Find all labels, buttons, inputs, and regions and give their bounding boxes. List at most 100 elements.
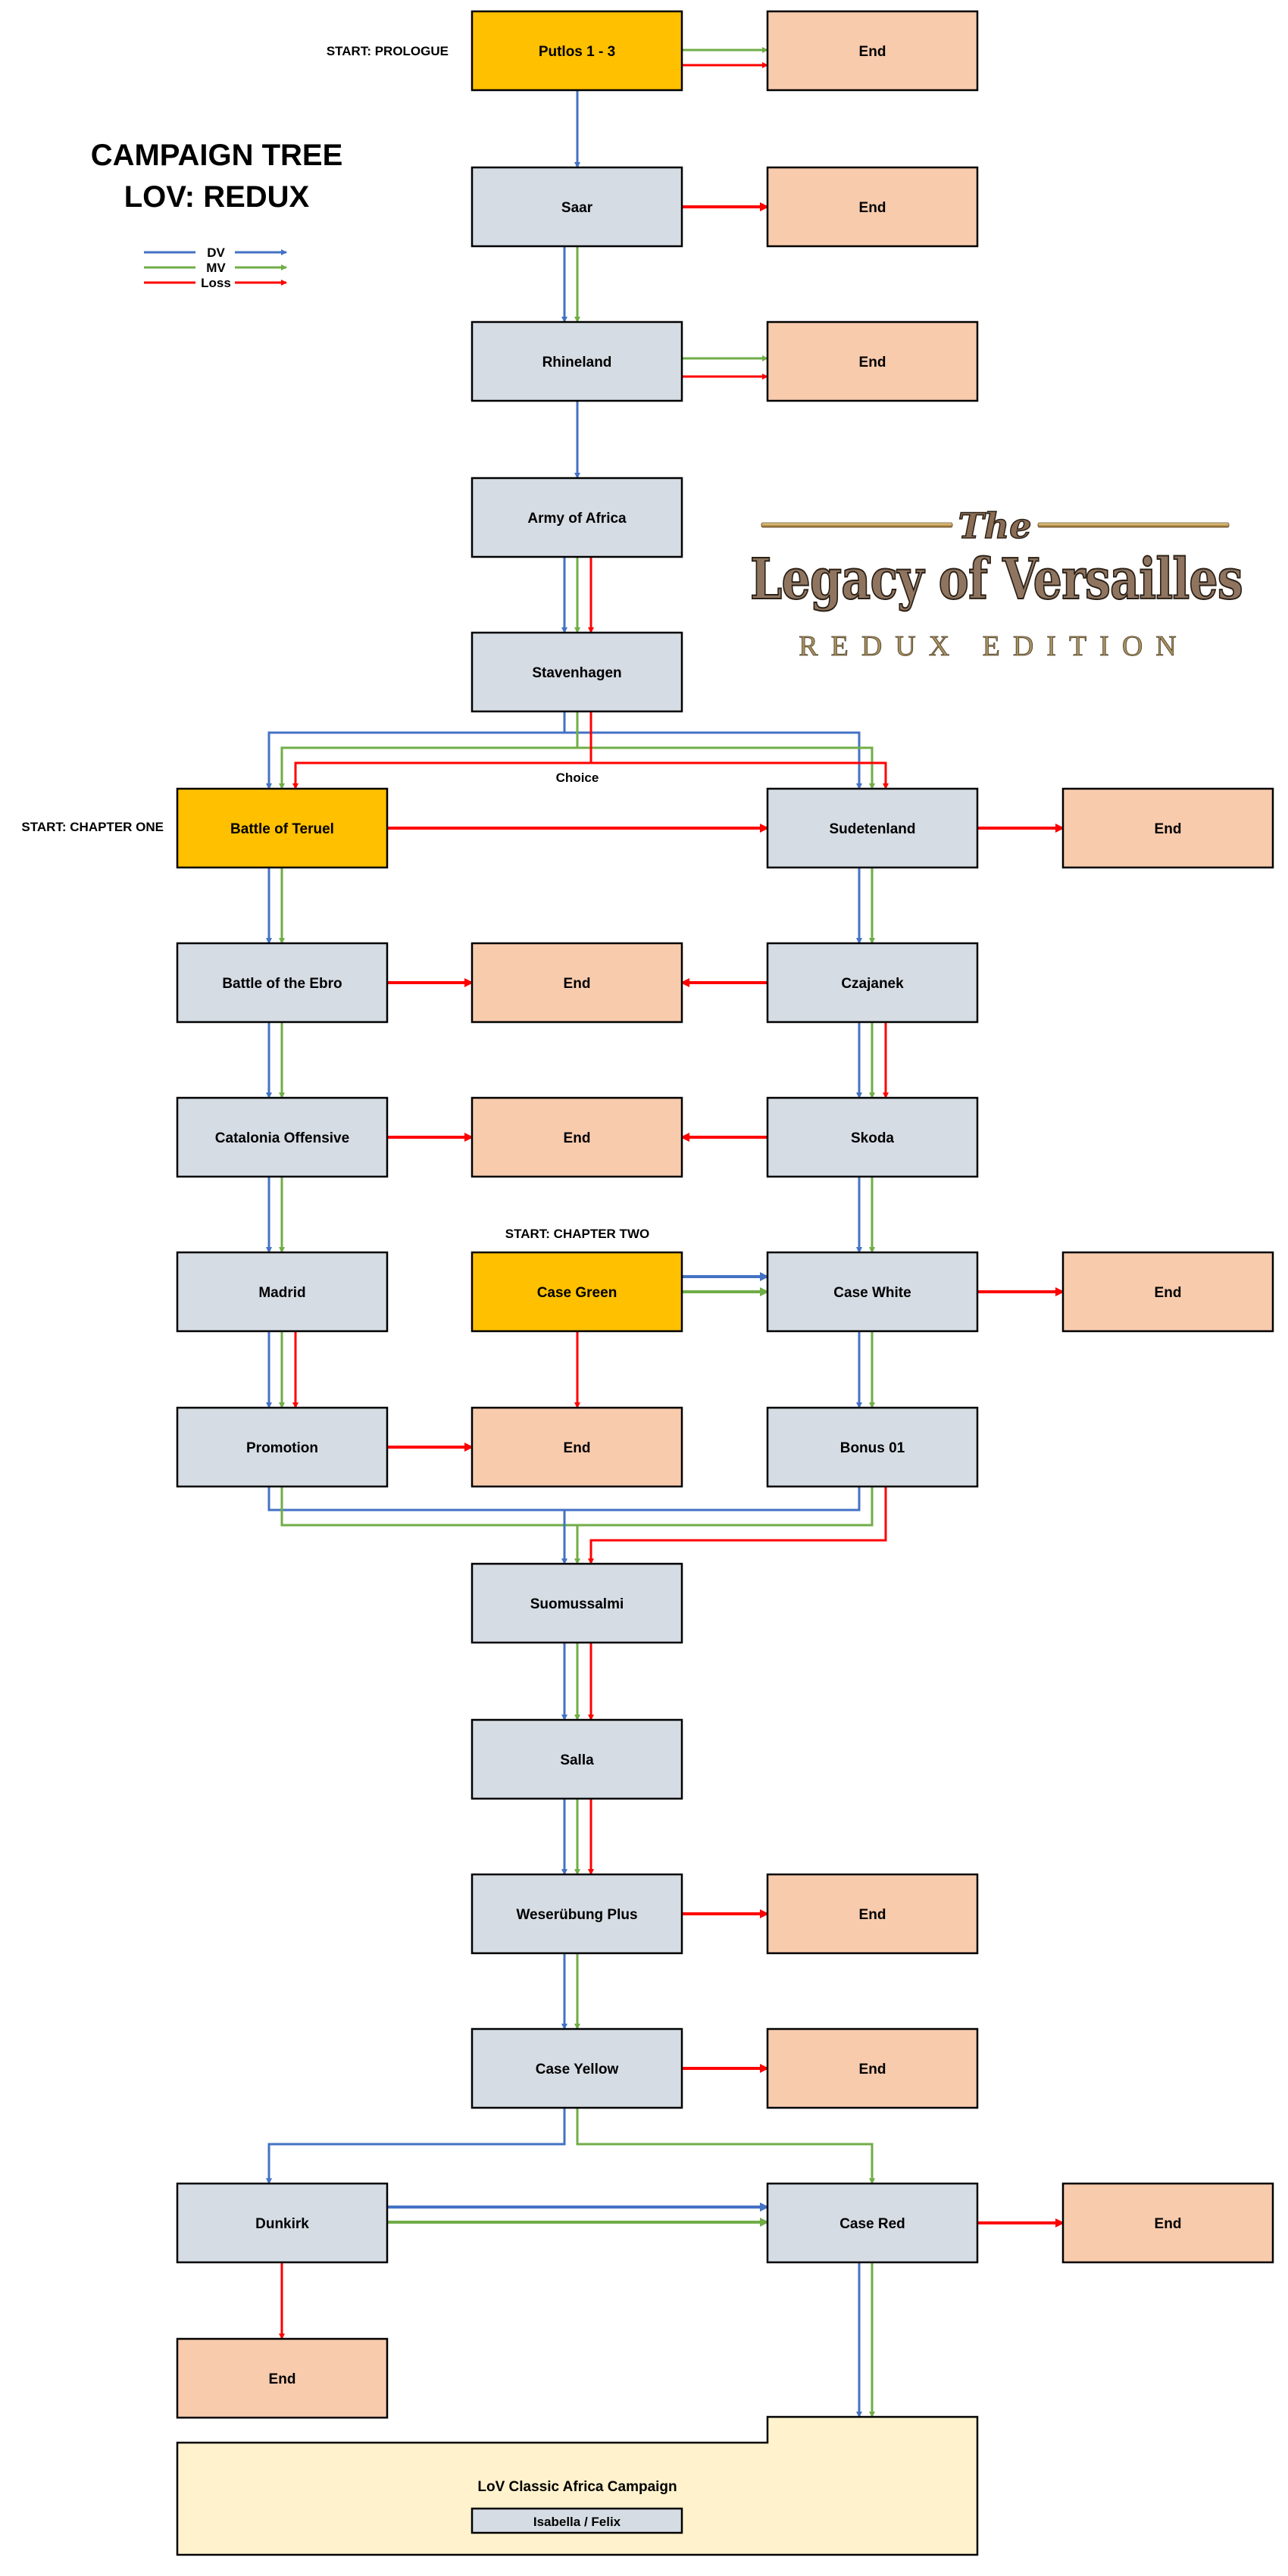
node-label: Army of Africa <box>527 511 627 527</box>
node-end-promotion[interactable]: End <box>472 1408 682 1487</box>
edge-loss-stavenhagen-teruel <box>295 763 591 789</box>
node-label: Case Yellow <box>536 2062 619 2077</box>
node-end-dunkirk[interactable]: End <box>177 2339 387 2418</box>
edge-mv-merge <box>282 1487 872 1525</box>
node-label: Saar <box>561 200 593 216</box>
node-label: Weserübung Plus <box>516 1907 637 1923</box>
start-label-chapter-one: START: CHAPTER ONE <box>21 820 164 834</box>
node-label: End <box>1155 2216 1182 2232</box>
node-case-red[interactable]: Case Red <box>767 2184 977 2262</box>
node-army-of-africa[interactable]: Army of Africa <box>472 478 682 557</box>
node-battle-of-teruel[interactable]: Battle of Teruel <box>177 789 387 868</box>
node-case-yellow[interactable]: Case Yellow <box>472 2029 682 2108</box>
node-czajanek[interactable]: Czajanek <box>767 943 977 1022</box>
node-label: Salla <box>560 1752 594 1768</box>
node-end-putlos[interactable]: End <box>767 11 977 90</box>
logo-title-text: Legacy of Versailles <box>750 547 1243 612</box>
node-catalonia-offensive[interactable]: Catalonia Offensive <box>177 1098 387 1177</box>
node-label: End <box>1155 1285 1182 1301</box>
legend: DV MV Loss <box>144 245 286 290</box>
title-line-2: LOV: REDUX <box>124 180 310 214</box>
edge-dv-stavenhagen-sudetenland <box>564 733 859 789</box>
node-putlos[interactable]: Putlos 1 - 3 <box>472 11 682 90</box>
node-label: Battle of Teruel <box>230 821 334 837</box>
node-sudetenland[interactable]: Sudetenland <box>767 789 977 868</box>
node-stavenhagen[interactable]: Stavenhagen <box>472 633 682 711</box>
edge-dv-merge <box>269 1487 859 1510</box>
node-label: End <box>859 355 886 370</box>
logo-subtitle-text: REDUX EDITION <box>799 630 1189 662</box>
node-label: End <box>269 2371 296 2387</box>
node-end-catalonia[interactable]: End <box>472 1098 682 1177</box>
node-label: Sudetenland <box>829 821 915 837</box>
africa-campaign-label: LoV Classic Africa Campaign <box>477 2479 677 2495</box>
node-label: End <box>859 44 886 60</box>
node-label: End <box>1155 821 1182 837</box>
node-label: Battle of the Ebro <box>222 976 342 992</box>
node-end-ebro[interactable]: End <box>472 943 682 1022</box>
node-end-case-white[interactable]: End <box>1063 1252 1273 1331</box>
node-end-case-red[interactable]: End <box>1063 2184 1273 2262</box>
node-label: Case Green <box>537 1285 617 1301</box>
edge-mv-stavenhagen-sudetenland <box>577 748 872 789</box>
node-label: End <box>859 2062 886 2077</box>
node-label: Isabella / Felix <box>533 2515 621 2529</box>
start-label-chapter-two: START: CHAPTER TWO <box>505 1227 649 1241</box>
node-end-saar[interactable]: End <box>767 167 977 246</box>
edge-loss-stavenhagen-sudetenland <box>591 763 886 789</box>
node-bonus-01[interactable]: Bonus 01 <box>767 1408 977 1487</box>
choice-label: Choice <box>556 771 599 785</box>
legend-mv-label: MV <box>206 261 226 275</box>
node-end-case-yellow[interactable]: End <box>767 2029 977 2108</box>
node-label: Skoda <box>851 1130 894 1146</box>
node-madrid[interactable]: Madrid <box>177 1252 387 1331</box>
node-label: Madrid <box>258 1285 305 1301</box>
node-saar[interactable]: Saar <box>472 167 682 246</box>
node-label: End <box>564 1130 591 1146</box>
node-isabella-felix[interactable]: Isabella / Felix <box>472 2509 682 2533</box>
title-block: CAMPAIGN TREE LOV: REDUX <box>91 139 343 214</box>
node-label: Dunkirk <box>255 2216 309 2232</box>
node-case-white[interactable]: Case White <box>767 1252 977 1331</box>
node-end-sudetenland[interactable]: End <box>1063 789 1273 868</box>
node-case-green[interactable]: Case Green <box>472 1252 682 1331</box>
node-rhineland[interactable]: Rhineland <box>472 322 682 401</box>
node-label: Case White <box>833 1285 911 1301</box>
logo-bar-left <box>761 523 952 527</box>
node-label: Putlos 1 - 3 <box>539 44 615 60</box>
node-salla[interactable]: Salla <box>472 1720 682 1799</box>
node-skoda[interactable]: Skoda <box>767 1098 977 1177</box>
node-label: Czajanek <box>841 976 904 992</box>
node-end-rhineland[interactable]: End <box>767 322 977 401</box>
node-weserubung-plus[interactable]: Weserübung Plus <box>472 1874 682 1953</box>
edge-dv-caseyellow-dunkirk <box>269 2108 564 2184</box>
edge-dv-stavenhagen-teruel <box>269 733 564 789</box>
legend-loss-label: Loss <box>201 276 231 290</box>
game-logo: The Legacy of Versailles REDUX EDITION <box>750 505 1243 662</box>
logo-bar-right <box>1038 523 1229 527</box>
node-suomussalmi[interactable]: Suomussalmi <box>472 1564 682 1643</box>
node-label: End <box>564 976 591 992</box>
node-label: End <box>859 200 886 216</box>
logo-the-text: The <box>958 505 1032 546</box>
start-label-prologue: START: PROLOGUE <box>327 44 449 58</box>
edge-mv-stavenhagen-teruel <box>282 748 577 789</box>
node-label: End <box>564 1440 591 1456</box>
node-promotion[interactable]: Promotion <box>177 1408 387 1487</box>
node-label: Suomussalmi <box>530 1596 624 1612</box>
legend-dv-label: DV <box>207 245 225 260</box>
node-end-weserubung[interactable]: End <box>767 1874 977 1953</box>
title-line-1: CAMPAIGN TREE <box>91 139 343 172</box>
nodes-layer: Putlos 1 - 3EndSaarEndRhinelandEndArmy o… <box>177 11 1273 2533</box>
edge-mv-caseyellow-casered <box>577 2108 872 2184</box>
node-label: Promotion <box>246 1440 318 1456</box>
node-label: End <box>859 1907 886 1923</box>
africa-campaign-block[interactable]: LoV Classic Africa Campaign <box>177 2417 977 2555</box>
node-label: Stavenhagen <box>532 665 621 681</box>
node-label: Catalonia Offensive <box>215 1130 349 1146</box>
node-label: Bonus 01 <box>840 1440 905 1456</box>
node-dunkirk[interactable]: Dunkirk <box>177 2184 387 2262</box>
node-label: Rhineland <box>542 355 612 370</box>
node-battle-of-the-ebro[interactable]: Battle of the Ebro <box>177 943 387 1022</box>
